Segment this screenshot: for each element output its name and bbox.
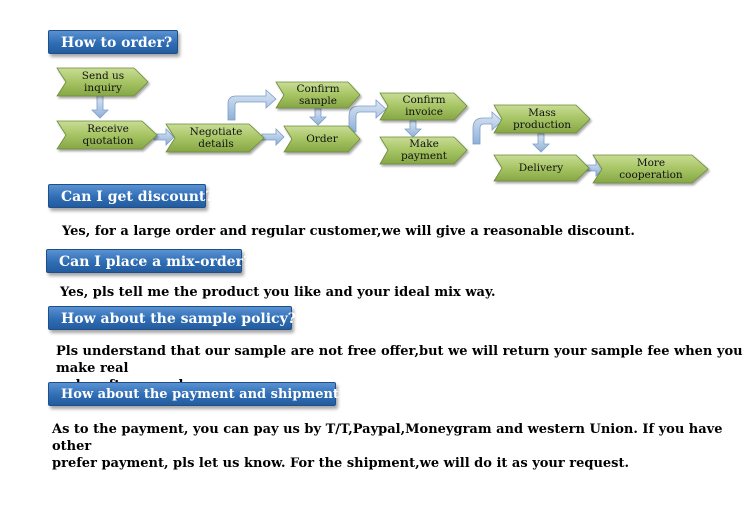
section-header-mix-order: Can I place a mix-order? xyxy=(46,249,251,273)
arrow-bent-2 xyxy=(348,99,387,133)
step-box-delivery xyxy=(493,154,590,182)
step-box-confirm-invoice xyxy=(379,92,468,121)
step-box-receive-quotation xyxy=(56,120,158,150)
arrow-bent-1 xyxy=(227,89,277,121)
mix-order-answer: Yes, pls tell me the product you like an… xyxy=(60,285,496,300)
step-box-confirm-sample xyxy=(275,81,361,109)
order-flow-diagram xyxy=(56,67,709,184)
arrow-down-1 xyxy=(91,95,109,119)
section-header-sample-policy: How about the sample policy? xyxy=(48,306,296,330)
payment-shipment-answer: As to the payment, you can pay us by T/T… xyxy=(52,421,742,472)
arrow-right-1 xyxy=(153,128,175,146)
step-box-negotiate-details xyxy=(165,123,265,153)
payment-shipment-answer-line-1: As to the payment, you can pay us by T/T… xyxy=(52,422,723,454)
section-header-payment-shipment: How about the payment and shipment? xyxy=(48,382,347,406)
section-header-discount: Can I get discount? xyxy=(48,184,214,208)
step-box-send-inquiry xyxy=(56,67,149,97)
sample-policy-answer-line-1: Pls understand that our sample are not f… xyxy=(56,344,743,376)
arrow-down-2 xyxy=(309,108,327,126)
step-box-mass-production xyxy=(493,104,591,134)
step-box-more-cooperation xyxy=(592,154,709,184)
section-header-how-to-order: How to order? xyxy=(48,30,178,54)
arrow-down-4 xyxy=(532,133,550,153)
step-label-order: Order xyxy=(306,133,338,145)
step-box-order xyxy=(283,125,361,153)
payment-shipment-answer-line-2: prefer payment, pls let us know. For the… xyxy=(52,456,630,471)
step-box-make-payment xyxy=(379,136,468,165)
arrow-bent-3 xyxy=(472,111,503,145)
arrow-right-2 xyxy=(261,128,285,146)
step-label-delivery: Delivery xyxy=(518,162,564,174)
arrow-down-3 xyxy=(404,120,422,138)
discount-answer: Yes, for a large order and regular custo… xyxy=(62,224,635,239)
